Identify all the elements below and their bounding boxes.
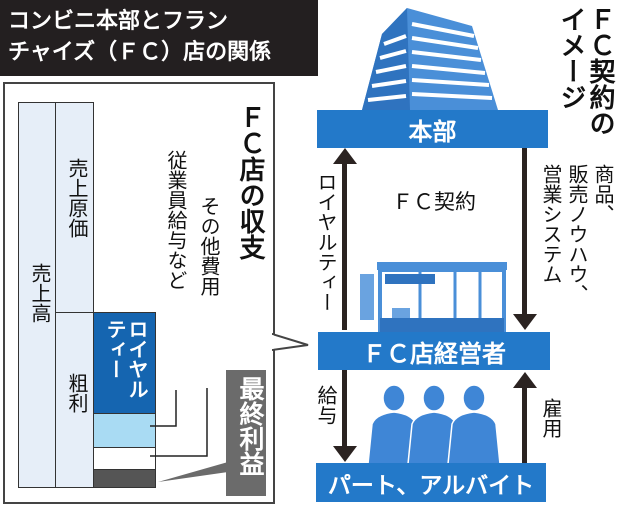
- fc-owner-box: ＦＣ店経営者: [318, 332, 550, 370]
- building-icon: [362, 8, 498, 110]
- headquarters-box: 本部: [317, 110, 548, 148]
- contract-heading-line-2: イメージ: [556, 6, 586, 110]
- royalty-bar: ロイヤルティー: [93, 312, 156, 414]
- salary-label: 給与: [314, 385, 338, 425]
- fc-contract-label: ＦＣ契約: [392, 190, 476, 214]
- support-arrow: [522, 148, 527, 316]
- title-line-1: コンビニ本部とフラン: [8, 9, 229, 34]
- contract-heading: ＦＣ契約のイメージ: [556, 6, 615, 146]
- arrow-down-icon: [333, 446, 357, 462]
- title-line-2: チャイズ（ＦＣ）店の関係: [8, 40, 272, 65]
- royalty-line-2: ティー: [103, 319, 127, 379]
- employment-label: 雇用: [539, 398, 563, 438]
- salary-arrow: [342, 370, 347, 450]
- cost-of-sales-bar: 売上原価: [55, 102, 94, 314]
- sales-label: 売上高: [28, 263, 52, 323]
- arrow-up-icon: [513, 372, 537, 388]
- net-profit-label: 最終利益: [236, 376, 265, 476]
- salaries-bar: [93, 413, 156, 448]
- workers-icon: [367, 384, 501, 464]
- royalty-line-1: ロイヤル: [125, 319, 149, 399]
- employment-arrow: [522, 386, 527, 464]
- cost-of-sales-label: 売上原価: [65, 158, 89, 238]
- royalty-bar-label: ロイヤルティー: [102, 319, 149, 411]
- arrow-up-icon: [333, 148, 357, 164]
- callout-pointer: [272, 332, 309, 352]
- part-timers-box: パート、アルバイト: [316, 463, 546, 502]
- convenience-store-icon: [360, 262, 507, 332]
- provided-line-2: 販売ノウハウ、: [565, 164, 589, 304]
- provided-label: 商品、販売ノウハウ、営業システム: [536, 164, 616, 314]
- net-profit-badge: 最終利益: [226, 370, 266, 496]
- sales-bar: 売上高: [18, 102, 56, 488]
- title-box: コンビニ本部とフラン チャイズ（ＦＣ）店の関係: [0, 0, 318, 76]
- leader-lines: [150, 388, 228, 482]
- royalty-flow-label: ロイヤルティー: [314, 172, 338, 312]
- provided-line-3: 営業システム: [539, 164, 563, 284]
- contract-heading-line-1: ＦＣ契約の: [585, 6, 615, 136]
- provided-line-1: 商品、: [591, 164, 615, 224]
- arrow-down-icon: [513, 314, 537, 330]
- royalty-arrow: [342, 160, 347, 330]
- other-expenses-label: その他費用: [197, 196, 221, 296]
- gross-profit-label: 粗利: [65, 373, 89, 413]
- salaries-label: 従業員給与など: [164, 150, 188, 290]
- net-profit-bar: [93, 469, 156, 488]
- income-heading: ＦＣ店の収支: [235, 104, 265, 260]
